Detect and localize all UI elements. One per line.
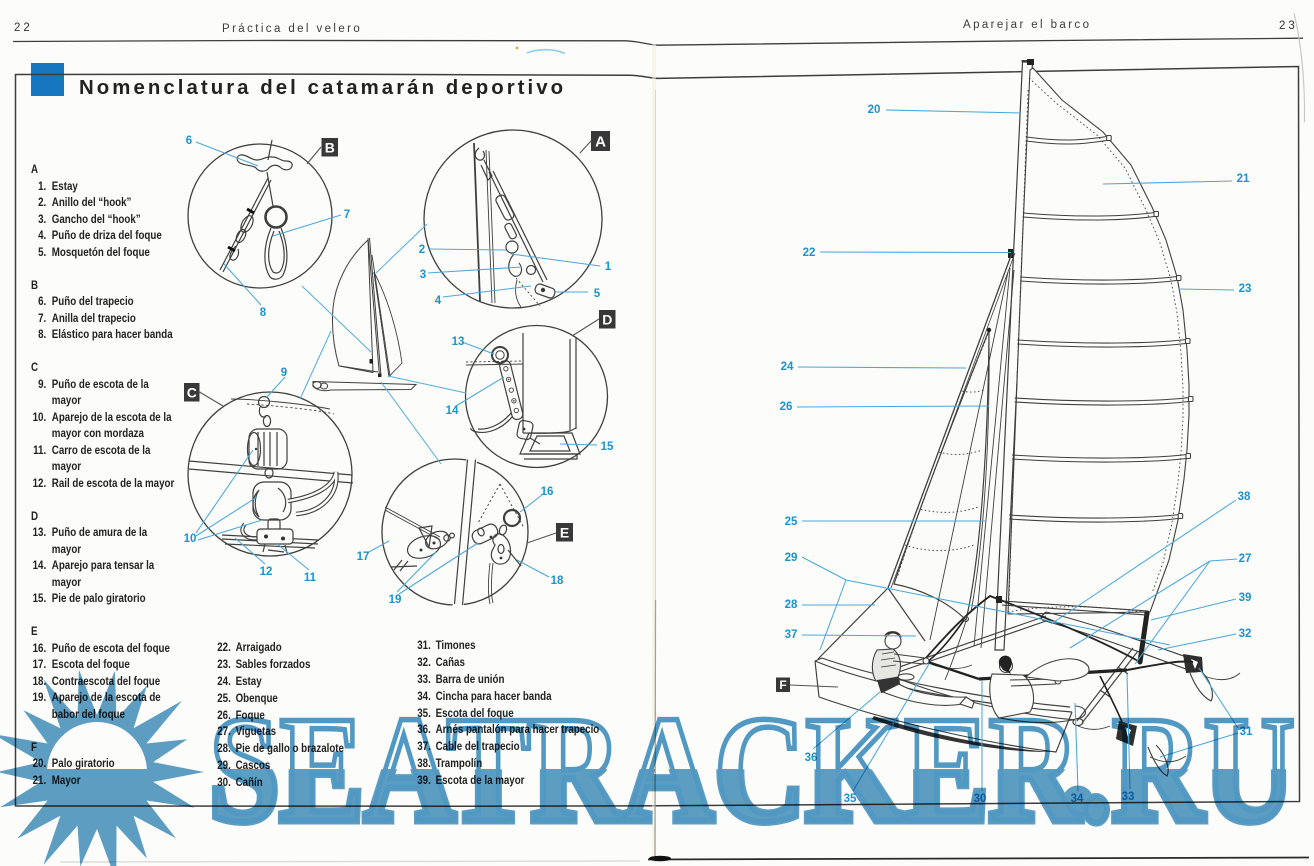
svg-text:9: 9 [281, 367, 287, 379]
svg-text:A: A [595, 133, 606, 150]
svg-text:29: 29 [785, 552, 798, 564]
svg-text:36: 36 [805, 752, 818, 764]
svg-text:28: 28 [785, 599, 798, 611]
svg-text:24: 24 [781, 361, 794, 373]
svg-text:30: 30 [974, 793, 987, 805]
svg-text:3: 3 [420, 269, 426, 281]
svg-text:E: E [560, 524, 569, 540]
svg-text:25: 25 [785, 516, 798, 528]
svg-text:31: 31 [1240, 726, 1253, 738]
svg-text:13: 13 [452, 336, 465, 348]
svg-text:22: 22 [803, 247, 816, 259]
svg-text:20: 20 [868, 104, 881, 116]
svg-text:6: 6 [186, 135, 192, 147]
svg-text:27: 27 [1239, 553, 1252, 565]
svg-text:12: 12 [260, 566, 273, 578]
svg-text:5: 5 [594, 288, 601, 300]
svg-text:19: 19 [389, 594, 402, 606]
svg-text:11: 11 [304, 572, 317, 584]
svg-text:16: 16 [541, 486, 554, 498]
svg-text:7: 7 [344, 209, 350, 221]
svg-text:26: 26 [780, 401, 793, 413]
svg-text:8: 8 [260, 307, 267, 319]
svg-text:35: 35 [844, 793, 857, 805]
svg-text:38: 38 [1238, 491, 1251, 503]
svg-text:D: D [602, 311, 612, 327]
svg-text:1: 1 [605, 261, 612, 273]
svg-text:F: F [779, 678, 786, 692]
svg-text:10: 10 [184, 533, 197, 545]
svg-text:4: 4 [435, 295, 442, 307]
svg-text:17: 17 [357, 551, 370, 563]
svg-text:18: 18 [551, 575, 564, 587]
svg-text:14: 14 [446, 405, 459, 417]
svg-text:32: 32 [1239, 628, 1252, 640]
svg-text:33: 33 [1122, 791, 1135, 803]
svg-text:2: 2 [419, 244, 425, 256]
svg-text:37: 37 [785, 629, 798, 641]
svg-text:SEATRACKER.RU: SEATRACKER.RU [209, 685, 1295, 853]
svg-text:21: 21 [1237, 173, 1250, 185]
svg-text:SEATRACKER.RU: SEATRACKER.RU [209, 685, 1295, 853]
svg-text:C: C [187, 384, 197, 400]
svg-text:39: 39 [1239, 592, 1252, 604]
svg-text:B: B [325, 139, 335, 155]
svg-text:15: 15 [601, 441, 614, 453]
svg-text:23: 23 [1239, 283, 1252, 295]
